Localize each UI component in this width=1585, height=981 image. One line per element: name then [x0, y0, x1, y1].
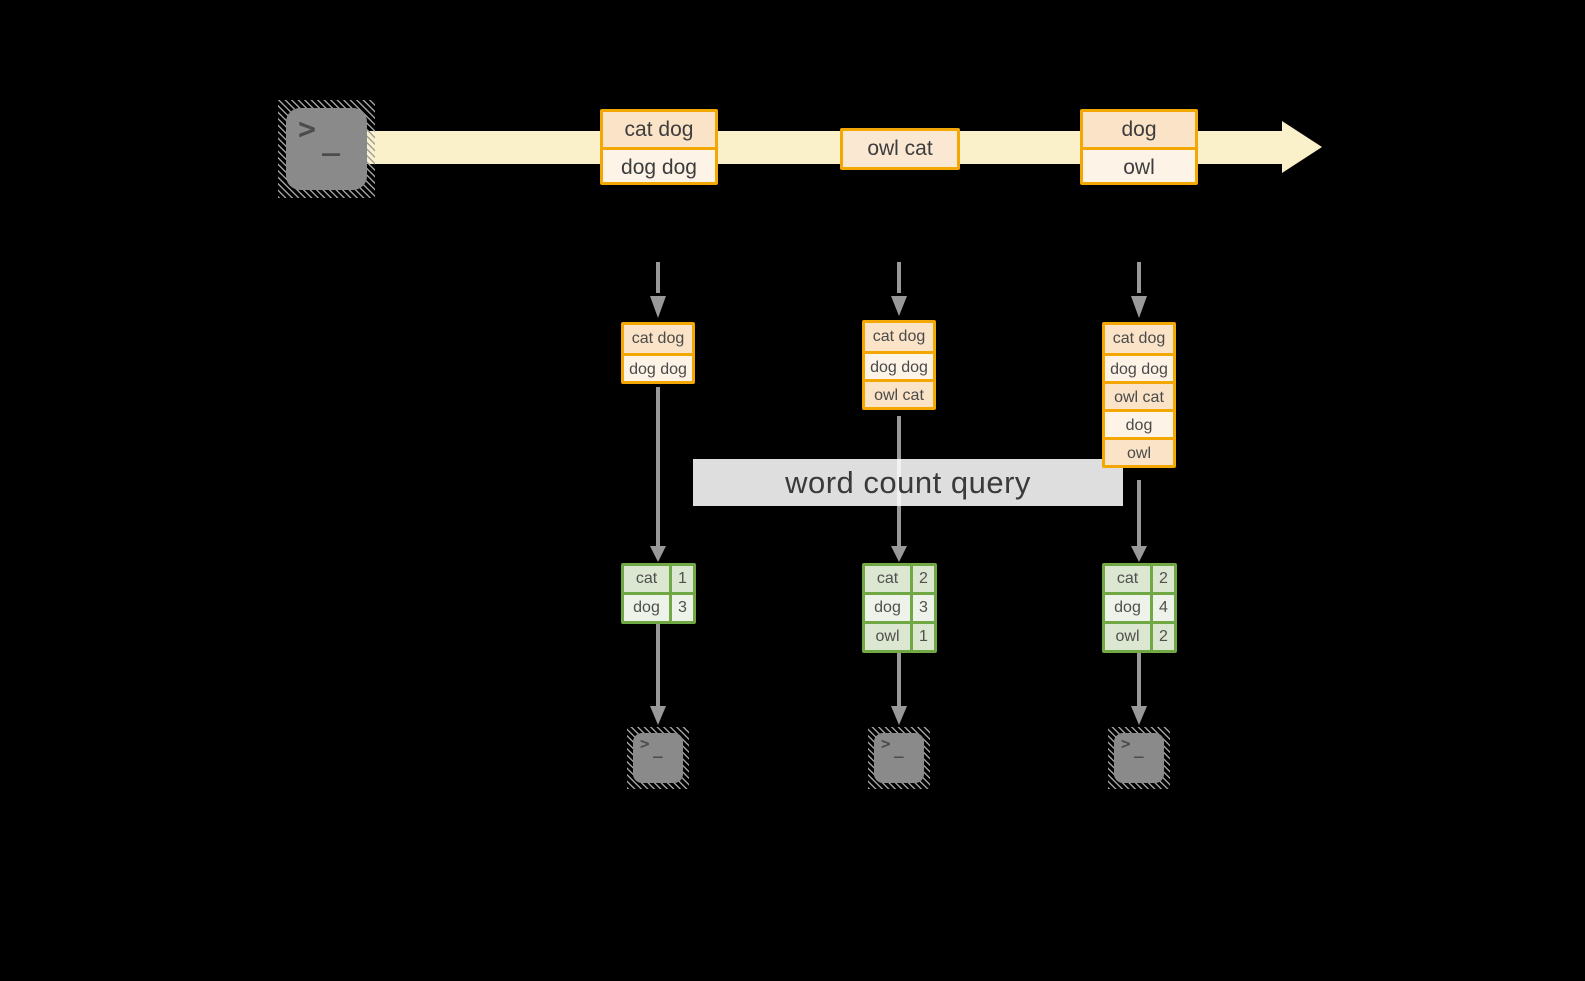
- prompt-icon: >: [640, 734, 650, 753]
- state-row: owl cat: [1105, 381, 1173, 409]
- wordcount-table-2: cat 2 dog 3 owl 1: [862, 563, 937, 653]
- count-cell: 2: [1150, 566, 1174, 592]
- event-row: cat dog: [603, 112, 715, 147]
- table-row: cat 2: [865, 566, 934, 592]
- word-cell: cat: [624, 566, 669, 592]
- table-row: dog 3: [865, 592, 934, 621]
- state-row: dog dog: [1105, 353, 1173, 381]
- terminal-screen: > _: [874, 733, 924, 783]
- word-cell: dog: [1105, 595, 1150, 621]
- sink-terminal-icon-3: > _: [1108, 727, 1170, 789]
- count-cell: 2: [910, 566, 934, 592]
- count-cell: 3: [910, 595, 934, 621]
- table-row: dog 4: [1105, 592, 1174, 621]
- table-row: cat 2: [1105, 566, 1174, 592]
- state-box-3: cat dog dog dog owl cat dog owl: [1102, 322, 1176, 468]
- sink-terminal-icon-2: > _: [868, 727, 930, 789]
- cursor-icon: _: [653, 739, 663, 758]
- query-label: word count query: [693, 459, 1123, 506]
- terminal-screen: > _: [1114, 733, 1164, 783]
- state-row: cat dog: [865, 323, 933, 351]
- word-cell: owl: [1105, 624, 1150, 650]
- source-terminal-icon: > _: [278, 100, 375, 198]
- word-cell: cat: [865, 566, 910, 592]
- word-cell: dog: [865, 595, 910, 621]
- word-cell: dog: [624, 595, 669, 621]
- prompt-icon: >: [881, 734, 891, 753]
- state-row: owl cat: [865, 379, 933, 407]
- state-row: owl: [1105, 437, 1173, 465]
- state-row: dog: [1105, 409, 1173, 437]
- stream-arrowhead-icon: [1282, 121, 1322, 173]
- state-box-1: cat dog dog dog: [621, 322, 695, 384]
- table-row: cat 1: [624, 566, 693, 592]
- state-row: cat dog: [624, 325, 692, 353]
- count-cell: 3: [669, 595, 693, 621]
- wordcount-table-1: cat 1 dog 3: [621, 563, 696, 624]
- wordcount-table-3: cat 2 dog 4 owl 2: [1102, 563, 1177, 653]
- count-cell: 4: [1150, 595, 1174, 621]
- state-row: dog dog: [624, 353, 692, 381]
- word-cell: cat: [1105, 566, 1150, 592]
- cursor-icon: _: [894, 739, 904, 758]
- table-row: dog 3: [624, 592, 693, 621]
- terminal-screen: > _: [286, 108, 367, 190]
- event-row: owl: [1083, 147, 1195, 182]
- stream-event-box-3: dog owl: [1080, 109, 1198, 185]
- terminal-screen: > _: [633, 733, 683, 783]
- cursor-icon: _: [322, 122, 341, 157]
- stream-event-box-1: cat dog dog dog: [600, 109, 718, 185]
- table-row: owl 2: [1105, 621, 1174, 650]
- event-row: dog dog: [603, 147, 715, 182]
- table-row: owl 1: [865, 621, 934, 650]
- word-cell: owl: [865, 624, 910, 650]
- cursor-icon: _: [1134, 739, 1144, 758]
- state-row: cat dog: [1105, 325, 1173, 353]
- prompt-icon: >: [298, 112, 317, 147]
- count-cell: 1: [910, 624, 934, 650]
- prompt-icon: >: [1121, 734, 1131, 753]
- stream-event-box-2: owl cat: [840, 128, 960, 170]
- state-row: dog dog: [865, 351, 933, 379]
- query-label-text: word count query: [785, 465, 1031, 500]
- state-box-2: cat dog dog dog owl cat: [862, 320, 936, 410]
- event-row: owl cat: [843, 131, 957, 167]
- event-row: dog: [1083, 112, 1195, 147]
- count-cell: 1: [669, 566, 693, 592]
- sink-terminal-icon-1: > _: [627, 727, 689, 789]
- count-cell: 2: [1150, 624, 1174, 650]
